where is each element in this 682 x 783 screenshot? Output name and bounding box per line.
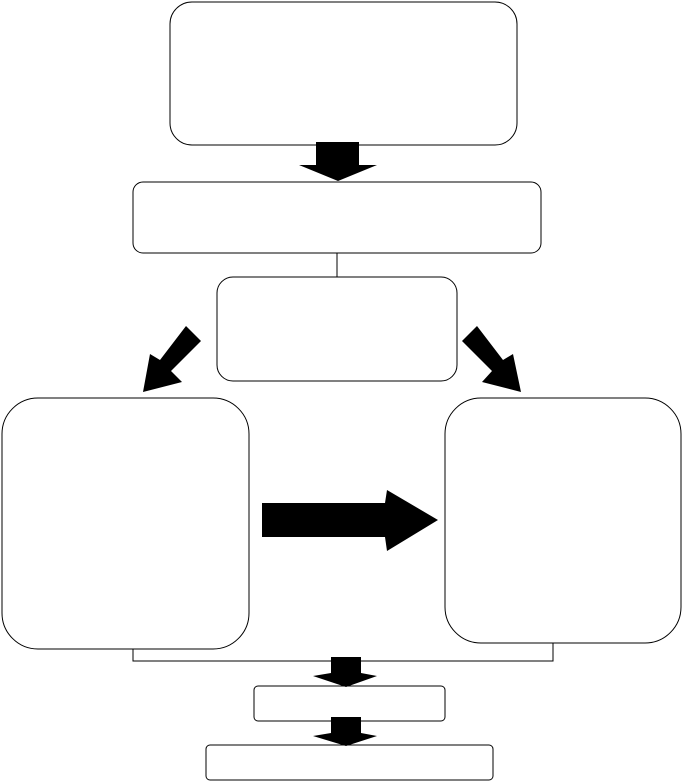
right-box bbox=[444, 397, 682, 644]
lower-small-box bbox=[253, 685, 446, 722]
down-arrow-top-to-second bbox=[299, 142, 377, 181]
second-box bbox=[132, 181, 542, 254]
bottom-box bbox=[205, 744, 494, 781]
diagonal-arrow-to-left-box bbox=[143, 326, 201, 392]
right-arrow-left-to-right bbox=[262, 490, 438, 551]
diagonal-arrow-to-right-box bbox=[462, 326, 521, 392]
middle-box bbox=[216, 276, 458, 382]
down-arrow-to-lower-small-box bbox=[313, 657, 377, 687]
down-arrow-to-bottom-box bbox=[313, 717, 377, 746]
top-box bbox=[169, 1, 518, 146]
left-box bbox=[1, 397, 250, 650]
